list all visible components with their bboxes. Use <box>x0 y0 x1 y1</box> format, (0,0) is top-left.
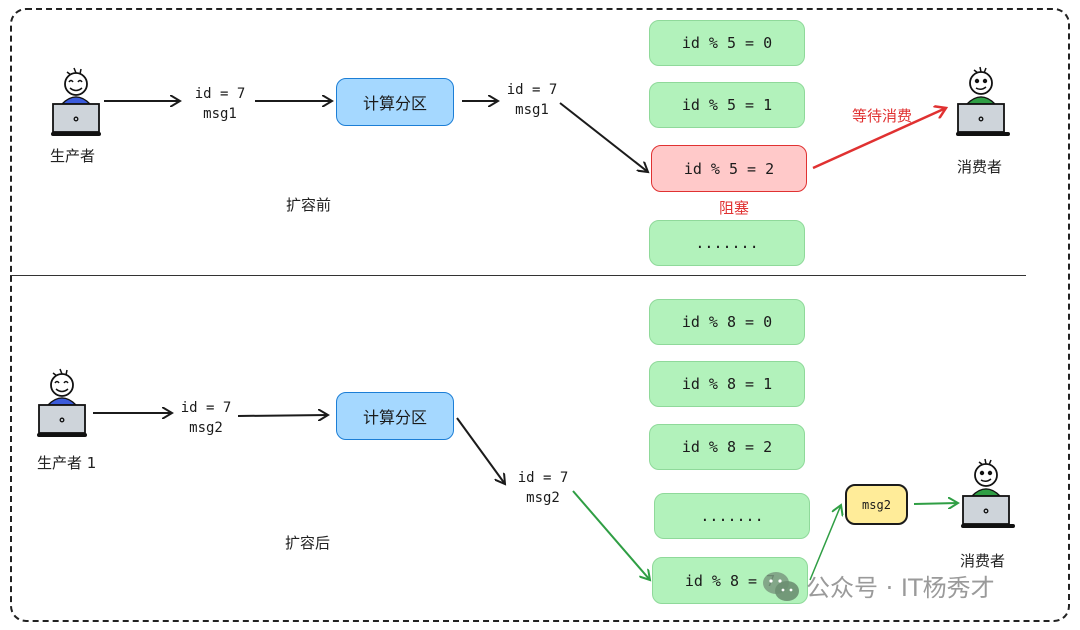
message-id: id = 7 <box>194 86 246 102</box>
producer-avatar <box>48 64 108 144</box>
watermark-text: 公众号 · IT杨秀才 <box>806 574 995 602</box>
partition-box: id % 5 = 1 <box>649 82 805 128</box>
partition-router-box: 计算分区 <box>336 78 454 126</box>
message-name: msg1 <box>203 106 237 122</box>
watermark: 公众号 · IT杨秀才 <box>762 568 995 603</box>
message-id: id = 7 <box>506 82 558 98</box>
message-routed: id = 7 msg1 <box>492 80 572 120</box>
consumer-label: 消费者 <box>960 552 1006 570</box>
partition-box: id % 8 = 2 <box>649 424 805 470</box>
producer-icon <box>37 368 87 437</box>
producer-icon <box>51 67 101 136</box>
message-id: id = 7 <box>517 470 569 486</box>
partition-box: id % 8 = 0 <box>649 299 805 345</box>
partition-router-box: 计算分区 <box>336 392 454 440</box>
consumer-icon <box>956 66 1010 136</box>
message-id: id = 7 <box>180 400 232 416</box>
partition-box: id % 5 = 0 <box>649 20 805 66</box>
blocked-label: 阻塞 <box>719 199 750 217</box>
wait-consume-label: 等待消费 <box>852 107 913 125</box>
message-name: msg1 <box>515 102 549 118</box>
section-label-before: 扩容前 <box>286 196 332 214</box>
producer1-label: 生产者 1 <box>37 454 97 472</box>
queued-message-box: msg2 <box>845 484 908 525</box>
consumer-icon <box>961 458 1015 528</box>
message-in-flight: id = 7 msg2 <box>166 398 246 438</box>
partition-box: id % 8 = 1 <box>649 361 805 407</box>
wechat-icon <box>762 571 799 601</box>
section-label-after: 扩容后 <box>285 534 331 552</box>
partition-box: ....... <box>654 493 810 539</box>
partition-box: ....... <box>649 220 805 266</box>
message-name: msg2 <box>189 420 223 436</box>
message-in-flight: id = 7 msg1 <box>180 84 260 124</box>
outer-dashed-frame <box>10 8 1070 622</box>
consumer-avatar <box>952 64 1012 144</box>
partition-box-blocked: id % 5 = 2 <box>651 145 807 192</box>
section-divider <box>10 275 1026 276</box>
producer-label: 生产者 <box>50 147 96 165</box>
consumer-label: 消费者 <box>957 158 1003 176</box>
message-name: msg2 <box>526 490 560 506</box>
message-routed: id = 7 msg2 <box>503 468 583 508</box>
consumer-avatar <box>957 456 1017 536</box>
producer1-avatar <box>34 365 94 445</box>
